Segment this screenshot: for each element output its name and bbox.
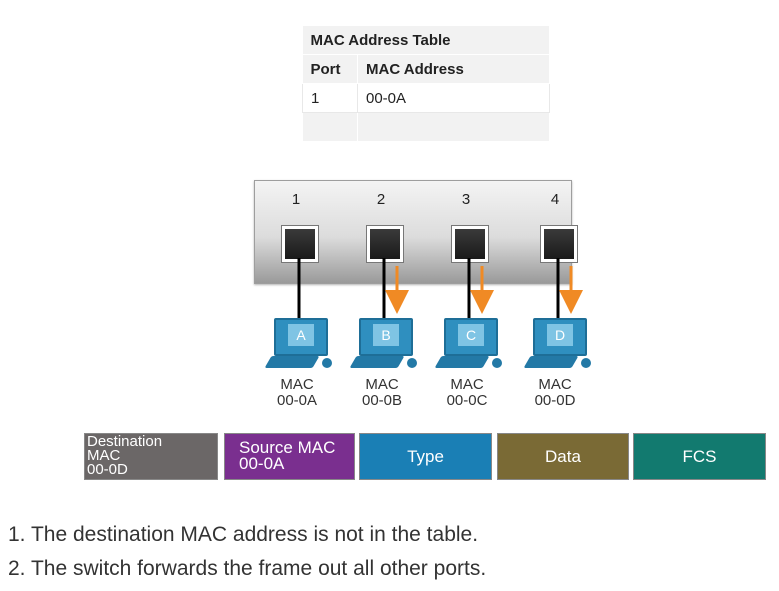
monitor-icon: A	[274, 318, 328, 356]
mac-value: 00-0C	[446, 392, 488, 409]
frame-dest-line1: Destination	[87, 433, 163, 450]
monitor-icon: C	[444, 318, 498, 356]
mac-value: 00-0A	[276, 392, 318, 409]
switch-port-3	[452, 226, 488, 262]
switch-port-2	[367, 226, 403, 262]
frame-dest-line3: 00-0D	[87, 461, 128, 478]
mac-table-header-port: Port	[302, 54, 358, 84]
monitor-icon: D	[533, 318, 587, 356]
keyboard-icon	[523, 356, 579, 368]
mouse-icon	[407, 358, 417, 368]
frame-src-line2: 00-0A	[239, 454, 285, 473]
port-number-2: 2	[376, 191, 386, 208]
pc-d-mac-label: MAC 00-0D	[520, 377, 590, 409]
pc-d: D	[523, 318, 591, 376]
mac-caption: MAC	[450, 376, 484, 393]
mac-caption: MAC	[280, 376, 314, 393]
switch-port-1	[282, 226, 318, 262]
frame-data: Data	[497, 433, 629, 480]
step-1-text: 1. The destination MAC address is not in…	[8, 523, 479, 546]
frame-fcs: FCS	[633, 433, 766, 480]
pc-b-mac-label: MAC 00-0B	[347, 377, 417, 409]
mac-caption: MAC	[538, 376, 572, 393]
mac-table-cell-mac: 00-0A	[357, 83, 550, 113]
mac-caption: MAC	[365, 376, 399, 393]
pc-a: A	[264, 318, 332, 376]
pc-d-letter: D	[547, 324, 573, 346]
mac-table-empty-cell	[302, 112, 358, 142]
pc-c-mac-label: MAC 00-0C	[432, 377, 502, 409]
keyboard-icon	[264, 356, 320, 368]
pc-b-letter: B	[373, 324, 399, 346]
mac-table-cell-port: 1	[302, 83, 358, 113]
monitor-icon: B	[359, 318, 413, 356]
keyboard-icon	[349, 356, 405, 368]
mac-value: 00-0D	[534, 392, 576, 409]
mac-table-title: MAC Address Table	[302, 26, 550, 55]
port-number-4: 4	[550, 191, 560, 208]
step-2-text: 2. The switch forwards the frame out all…	[8, 557, 487, 580]
mac-table-empty-cell	[357, 112, 550, 142]
frame-destination-mac: Destination MAC 00-0D	[84, 433, 218, 480]
pc-c-letter: C	[458, 324, 484, 346]
frame-source-mac: Source MAC 00-0A	[224, 433, 355, 480]
pc-a-mac-label: MAC 00-0A	[262, 377, 332, 409]
mac-address-table: MAC Address Table Port MAC Address 1 00-…	[302, 26, 550, 142]
pc-a-letter: A	[288, 324, 314, 346]
pc-c: C	[434, 318, 502, 376]
frame-type: Type	[359, 433, 492, 480]
switch: 1 2 3 4	[254, 180, 577, 284]
pc-b: B	[349, 318, 417, 376]
mouse-icon	[492, 358, 502, 368]
port-number-1: 1	[291, 191, 301, 208]
frame-dest-line2: MAC	[87, 447, 121, 464]
keyboard-icon	[434, 356, 490, 368]
mouse-icon	[322, 358, 332, 368]
frame-src-line1: Source MAC	[239, 438, 336, 457]
switch-port-4	[541, 226, 577, 262]
port-number-3: 3	[461, 191, 471, 208]
mac-table-header-mac: MAC Address	[357, 54, 550, 84]
mouse-icon	[581, 358, 591, 368]
mac-value: 00-0B	[361, 392, 403, 409]
